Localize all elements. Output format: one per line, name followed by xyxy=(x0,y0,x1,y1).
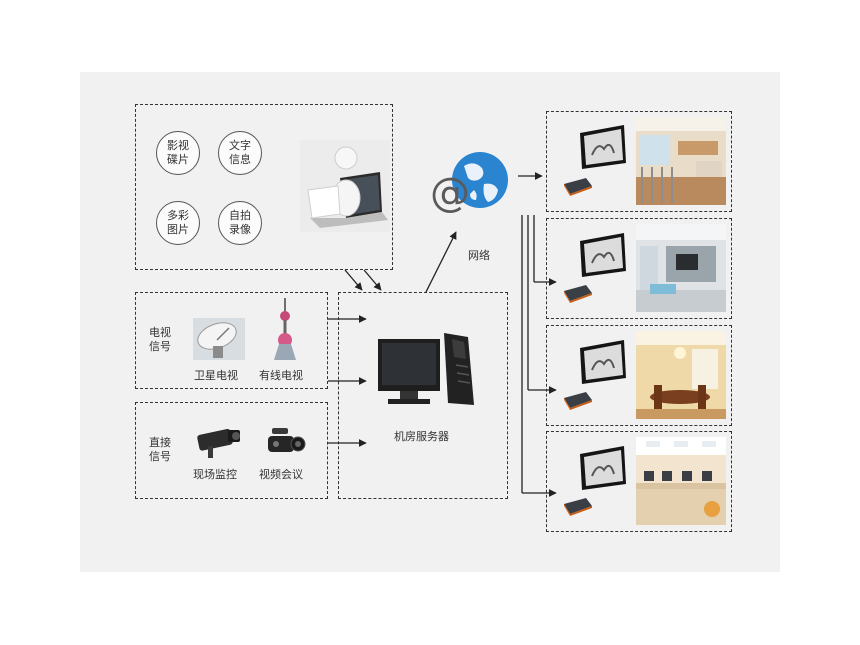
tv-signal-title: 电视信号 xyxy=(149,326,171,353)
scene-living-room-photo xyxy=(636,224,726,312)
site-monitoring-label: 现场监控 xyxy=(193,468,237,481)
tv-tower-icon xyxy=(274,298,296,360)
server-room-box xyxy=(338,292,508,499)
satellite-tv-label: 卫星电视 xyxy=(194,369,238,382)
source-movie-discs: 影视碟片 xyxy=(156,131,200,175)
media-player-icon xyxy=(564,392,592,410)
network-label: 网络 xyxy=(468,249,490,262)
content-sources-box xyxy=(135,104,393,270)
terminal-box-3 xyxy=(546,325,732,426)
surveillance-camera-icon xyxy=(197,428,240,458)
media-player-icon xyxy=(564,285,592,303)
user-at-laptop-icon xyxy=(300,140,390,232)
scene-office-photo xyxy=(636,437,726,525)
satellite-dish-icon xyxy=(193,318,245,360)
monitor-icon xyxy=(580,446,626,490)
scene-dining-room-photo xyxy=(636,331,726,419)
direct-signal-title: 直接信号 xyxy=(149,436,171,463)
terminal-box-4 xyxy=(546,431,732,532)
source-pictures: 多彩图片 xyxy=(156,201,200,245)
video-conference-label: 视频会议 xyxy=(259,468,303,481)
media-player-icon xyxy=(564,178,592,196)
terminal-box-1 xyxy=(546,111,732,212)
monitor-icon xyxy=(580,125,626,169)
tv-signal-box xyxy=(135,292,328,389)
video-camera-icon xyxy=(268,428,306,452)
desktop-computer-icon xyxy=(378,333,474,405)
source-text-info: 文字信息 xyxy=(218,131,262,175)
terminal-box-2 xyxy=(546,218,732,319)
svg-text:@: @ xyxy=(430,170,470,216)
scene-kitchen-photo xyxy=(636,117,726,205)
server-label: 机房服务器 xyxy=(394,430,449,443)
media-player-icon xyxy=(564,498,592,516)
cable-tv-label: 有线电视 xyxy=(259,369,303,382)
source-self-recording: 自拍录像 xyxy=(218,201,262,245)
direct-signal-box xyxy=(135,402,328,499)
monitor-icon xyxy=(580,233,626,277)
monitor-icon xyxy=(580,340,626,384)
at-globe-icon: @ xyxy=(430,152,508,216)
